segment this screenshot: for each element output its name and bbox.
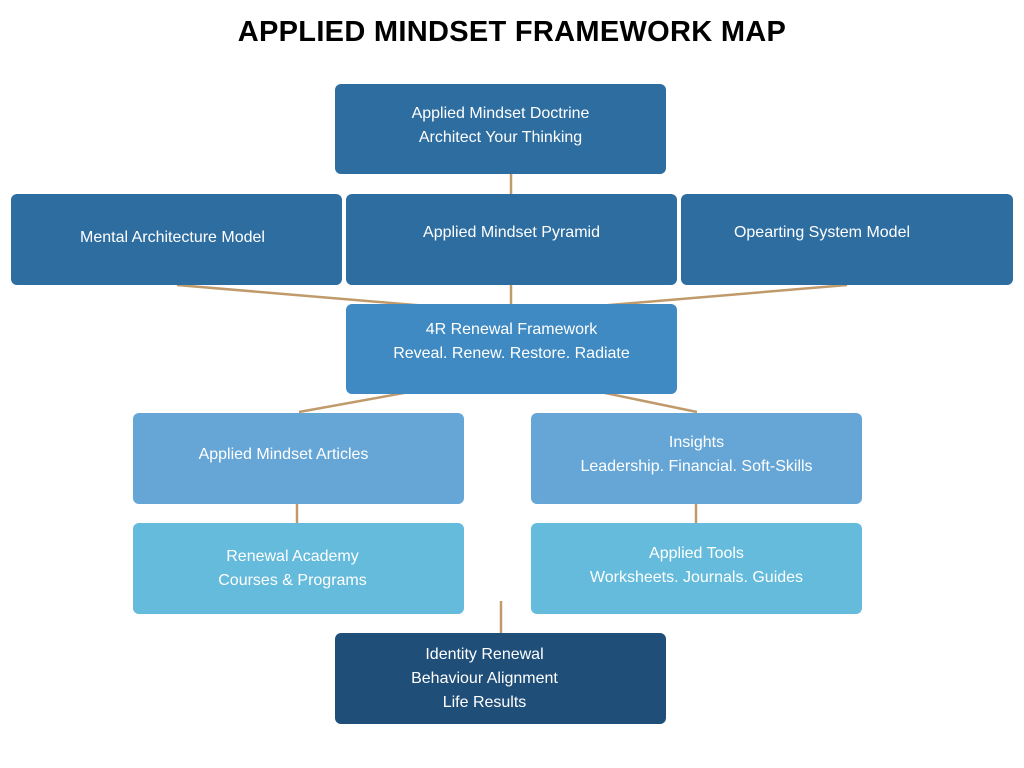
node-sublabel: Courses & Programs: [218, 571, 367, 589]
node-pyramid: Applied Mindset Pyramid: [346, 194, 677, 285]
node-label: Mental Architecture Model: [80, 228, 265, 246]
node-sublabel: Life Results: [442, 693, 527, 711]
node-applied-tools: Applied Tools Worksheets. Journals. Guid…: [531, 523, 862, 614]
node-label: Identity Renewal: [425, 645, 544, 663]
node-label: Applied Tools: [649, 544, 744, 562]
node-label: Opearting System Model: [733, 224, 911, 241]
node-label: 4R Renewal Framework: [425, 321, 598, 338]
node-operating-system: Opearting System Model: [681, 194, 1013, 285]
node-renewal-academy: Renewal Academy Courses & Programs: [133, 523, 464, 614]
node-sublabel: Worksheets. Journals. Guides: [589, 568, 804, 586]
node-doctrine: Applied Mindset Doctrine Architect Your …: [335, 84, 666, 174]
diagram-title: APPLIED MINDSET FRAMEWORK MAP: [237, 16, 787, 48]
node-label: Applied Mindset Articles: [198, 445, 369, 463]
node-mental-architecture: Mental Architecture Model: [11, 194, 342, 285]
node-outcomes: Identity Renewal Behaviour Alignment Lif…: [335, 633, 666, 724]
node-sublabel: Architect Your Thinking: [418, 129, 583, 146]
node-insights: Insights Leadership. Financial. Soft-Ski…: [531, 413, 862, 504]
node-sublabel: Behaviour Alignment: [411, 669, 558, 687]
node-sublabel: Reveal. Renew. Restore. Radiate: [393, 345, 630, 362]
node-label: Renewal Academy: [226, 547, 359, 565]
node-articles: Applied Mindset Articles: [133, 413, 464, 504]
node-label: Applied Mindset Doctrine: [411, 105, 590, 122]
node-sublabel: Leadership. Financial. Soft-Skills: [580, 457, 813, 475]
node-4r-renewal-framework: 4R Renewal Framework Reveal. Renew. Rest…: [346, 304, 677, 394]
node-label: Insights: [668, 433, 725, 451]
node-label: Applied Mindset Pyramid: [423, 224, 600, 241]
